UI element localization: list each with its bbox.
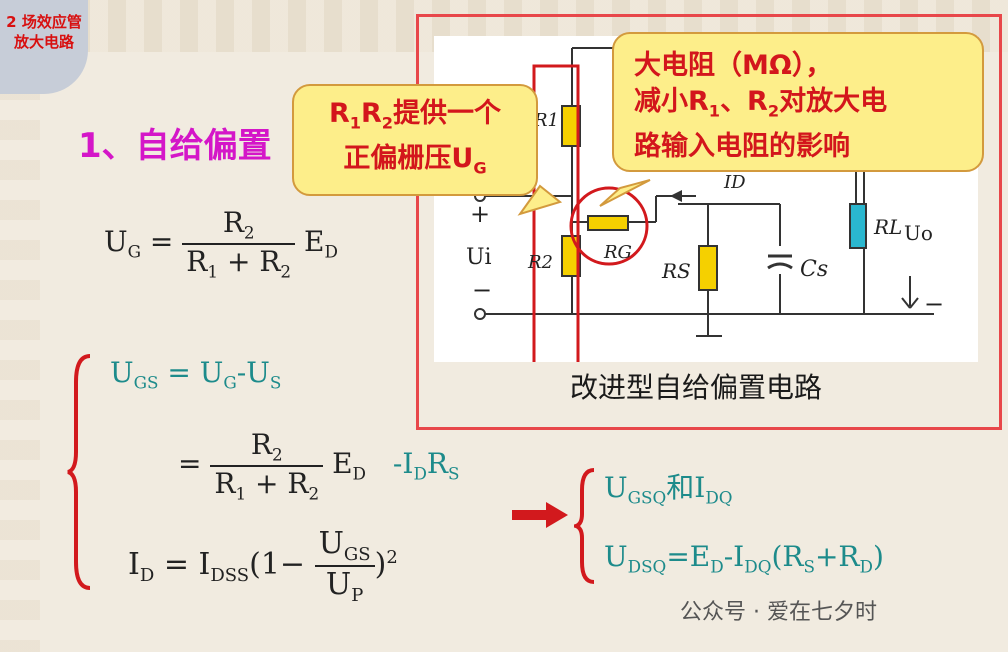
result-udsq: UDSQ=ED-IDQ(RS+RD) bbox=[604, 540, 884, 577]
callout2-line3: 路输入电阻的影响 bbox=[634, 131, 850, 163]
callout1-line2: 正偏栅压U bbox=[343, 143, 474, 175]
label-rs: RS bbox=[661, 259, 691, 283]
label-uo: Uo bbox=[904, 221, 933, 245]
divider-highlight-box bbox=[532, 64, 580, 362]
rg-resistor bbox=[587, 215, 629, 231]
circuit-diagram: R1 R2 RG RS Cs RL Uo Ui ID + − − bbox=[466, 47, 944, 362]
callout-pointer bbox=[517, 179, 651, 216]
result-arrow bbox=[512, 502, 568, 528]
callout-gate-bias: R1R2提供一个 正偏栅压UG bbox=[292, 84, 538, 196]
rs-resistor bbox=[698, 245, 718, 291]
rl-resistor bbox=[849, 203, 867, 249]
callout1-r: R bbox=[328, 98, 350, 129]
diagram-caption: 改进型自给偏置电路 bbox=[570, 371, 823, 404]
label-cs: Cs bbox=[800, 257, 828, 282]
callout1-sub1: 1 bbox=[349, 113, 361, 133]
chapter-badge: 2 场效应管放大电路 bbox=[0, 0, 88, 94]
right-brace bbox=[574, 468, 595, 584]
diagram-frame bbox=[416, 14, 1002, 430]
section-heading: 1、自给偏置 bbox=[78, 126, 272, 166]
result-ugsq-idq: UGSQ和IDQ bbox=[604, 471, 733, 508]
label-rg: RG bbox=[603, 242, 632, 263]
callout2-c: 对放大电 bbox=[779, 86, 888, 117]
callout1-rest: 提供一个 bbox=[393, 98, 502, 129]
label-minus-in: − bbox=[472, 276, 492, 304]
callout2-a: 减小R bbox=[634, 86, 709, 117]
callout2-line1: 大电阻（MΩ）， bbox=[634, 50, 833, 81]
callout2-s2: 2 bbox=[767, 101, 780, 121]
label-minus-out: − bbox=[924, 290, 944, 318]
label-plus-in: + bbox=[470, 200, 490, 228]
callout1-r2: R bbox=[361, 98, 382, 129]
r1-resistor bbox=[561, 105, 581, 147]
callout1-line2-sub: G bbox=[473, 158, 487, 178]
left-border-pattern bbox=[0, 0, 40, 652]
label-rl: RL bbox=[873, 215, 902, 239]
label-r2: R2 bbox=[527, 252, 553, 273]
left-brace bbox=[67, 354, 91, 590]
callout2-b: 、R bbox=[720, 86, 768, 117]
watermark: 公众号 · 爱在七夕时 bbox=[680, 600, 877, 625]
label-id: ID bbox=[723, 172, 746, 193]
equation-ugs: UGS = UG-US bbox=[110, 356, 282, 393]
callout2-s1: 1 bbox=[708, 101, 721, 121]
callout-big-resistor: 大电阻（MΩ）， 减小R1、R2对放大电 路输入电阻的影响 bbox=[612, 32, 984, 172]
callout1-sub2: 2 bbox=[381, 113, 394, 133]
label-ui: Ui bbox=[466, 245, 492, 270]
label-r1: R1 bbox=[533, 110, 559, 131]
rg-highlight-circle bbox=[569, 186, 649, 266]
